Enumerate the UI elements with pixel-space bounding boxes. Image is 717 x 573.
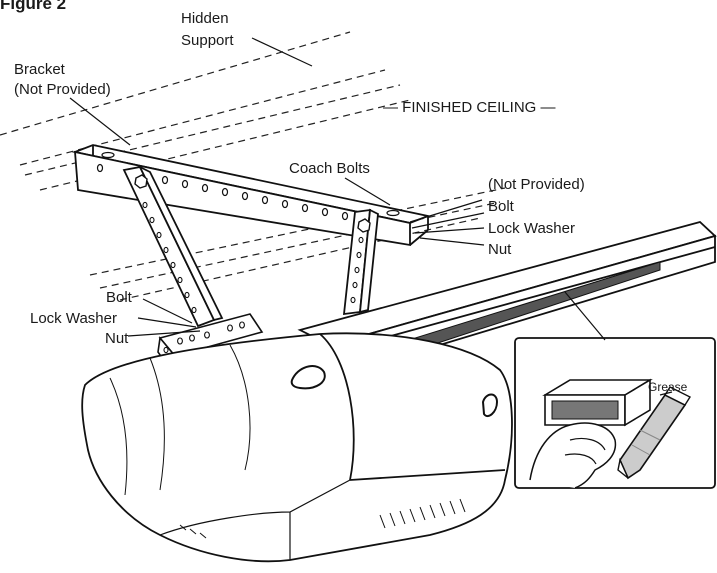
leader-lines <box>69 37 673 396</box>
bracket-label-line1: Bracket <box>14 61 66 78</box>
nut-right-label: Nut <box>488 241 512 258</box>
opener-housing <box>81 332 513 563</box>
vent-slots <box>179 498 466 539</box>
hidden-support-label-line1: Hidden <box>181 10 229 27</box>
bracket-holes <box>96 151 400 221</box>
grease-label: Grease <box>648 380 688 394</box>
right-strap-nut <box>357 218 371 233</box>
lock-washer-right-label: Lock Washer <box>488 220 575 237</box>
lock-washer-left-label: Lock Washer <box>30 310 117 327</box>
hidden-support-label-line2: Support <box>181 32 234 49</box>
not-provided-label: (Not Provided) <box>488 176 585 193</box>
light-lens-side <box>481 393 499 418</box>
grease-inset <box>514 337 716 489</box>
figure-title: Figure 2 <box>0 0 66 13</box>
left-strap-nut <box>134 174 148 189</box>
light-lens-top <box>290 365 326 390</box>
coach-bolts-label: Coach Bolts <box>289 160 370 177</box>
bracket-label-line2: (Not Provided) <box>14 81 111 98</box>
finished-ceiling-label: — FINISHED CEILING — <box>383 99 556 116</box>
right-strap <box>342 208 379 316</box>
nut-left-label: Nut <box>105 330 129 347</box>
bolt-left-label: Bolt <box>106 289 133 306</box>
motor-bracket-holes <box>163 321 245 354</box>
right-strap-holes <box>350 236 364 304</box>
bolt-right-label: Bolt <box>488 198 515 215</box>
left-strap-holes <box>142 201 197 314</box>
